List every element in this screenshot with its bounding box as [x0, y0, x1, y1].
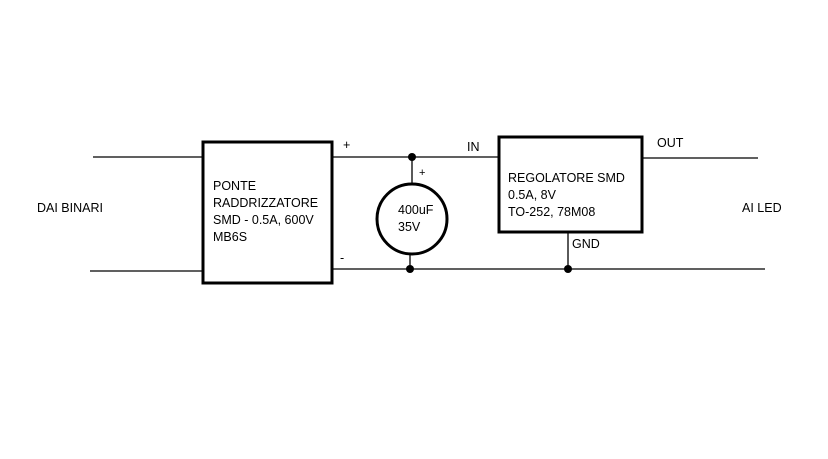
rectifier-line-1: PONTE	[213, 179, 257, 193]
regulator-line-3: TO-252, 78M08	[508, 205, 596, 219]
rectifier-minus-label: -	[340, 251, 345, 265]
regulator-line-2: 0.5A, 8V	[508, 188, 556, 202]
rectifier-line-4: MB6S	[213, 230, 248, 244]
regulator-in-label: IN	[467, 140, 480, 154]
regulator-gnd-label: GND	[572, 237, 600, 251]
rectifier-box	[201, 140, 334, 285]
inputs-label: DAI BINARI	[37, 201, 103, 215]
capacitor-line-1: 400uF	[398, 203, 434, 217]
junction-node-positive	[408, 153, 416, 161]
rectifier-text: PONTE RADDRIZZATORE SMD - 0.5A, 600V MB6…	[213, 178, 318, 246]
capacitor-text: 400uF 35V	[398, 202, 433, 236]
regulator-out-label: OUT	[657, 136, 684, 150]
regulator-box	[497, 135, 644, 234]
rectifier-line-2: RADDRIZZATORE	[213, 196, 319, 210]
junction-node-capacitor-ground	[406, 265, 414, 273]
regulator-line-1: REGOLATORE SMD	[508, 171, 625, 185]
capacitor-polarity-label: +	[419, 167, 426, 179]
regulator-text: REGOLATORE SMD 0.5A, 8V TO-252, 78M08	[508, 170, 625, 221]
capacitor-line-2: 35V	[398, 220, 421, 234]
rectifier-line-3: SMD - 0.5A, 600V	[213, 213, 314, 227]
capacitor-circle	[375, 182, 449, 256]
rectifier-plus-label: +	[343, 138, 351, 152]
junction-node-regulator-ground	[564, 265, 572, 273]
outputs-label: AI LED	[742, 201, 782, 215]
